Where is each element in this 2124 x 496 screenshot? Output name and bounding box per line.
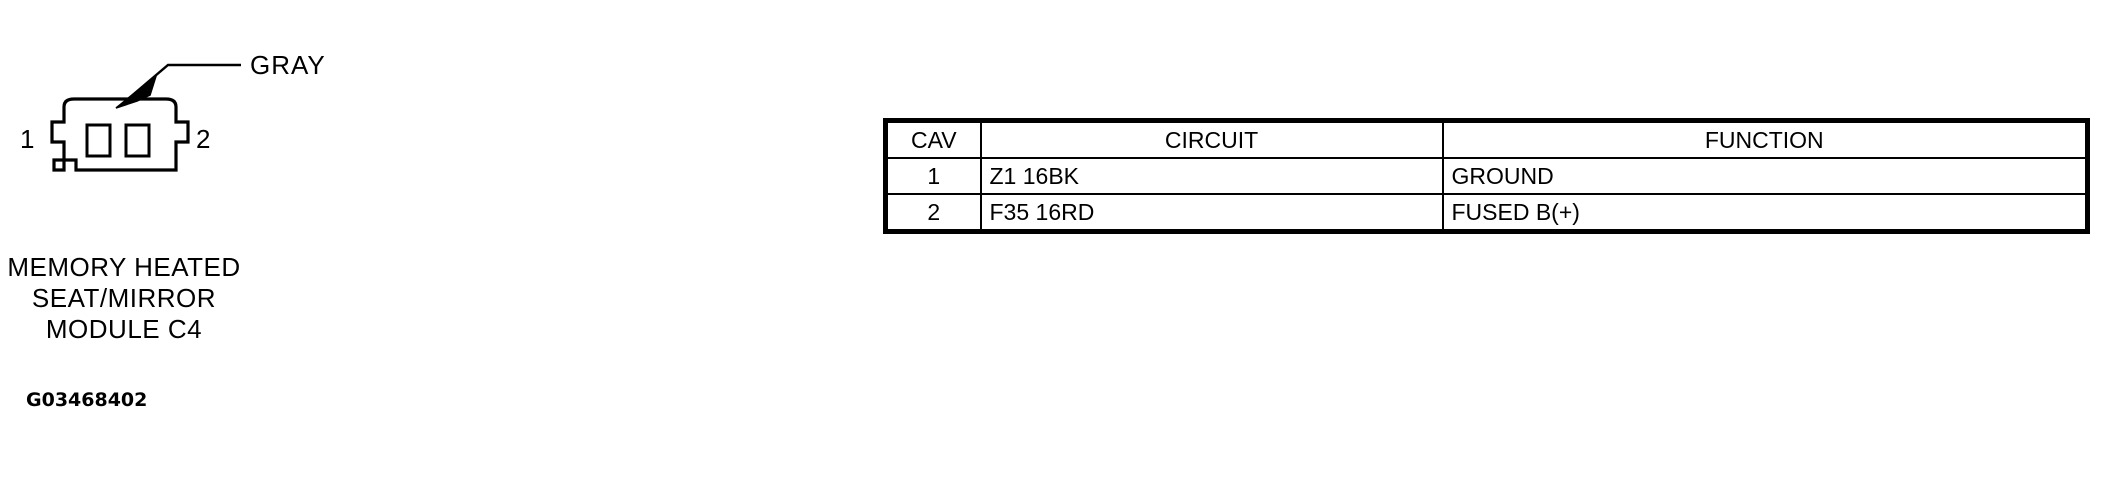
table-header-row: CAV CIRCUIT FUNCTION: [884, 119, 2089, 159]
connector-symbol-block: 1 2 GRAY MEMORY HEATED SEAT/MIRROR MODUL…: [0, 0, 400, 440]
row-0-function: GROUND: [1441, 157, 2089, 195]
header-function: FUNCTION: [1441, 119, 2089, 159]
callout-leader-line: [115, 63, 241, 109]
pinout-table-head: CAV CIRCUIT FUNCTION: [884, 119, 2089, 159]
cavity-2-terminal: [124, 123, 151, 158]
pin-number-left: 1: [20, 124, 34, 154]
header-circuit: CIRCUIT: [979, 119, 1444, 159]
connector-housing-outline: [50, 97, 190, 172]
row-1-circuit: F35 16RD: [979, 193, 1444, 233]
table-row: 1 Z1 16BK GROUND: [884, 157, 2089, 195]
row-1-cav: 2: [884, 193, 982, 233]
row-0-cav: 1: [884, 157, 982, 195]
pinout-table-body: 1 Z1 16BK GROUND 2 F35 16RD FUSED B(+): [884, 157, 2089, 233]
row-0-circuit: Z1 16BK: [979, 157, 1444, 195]
callout-label: GRAY: [250, 50, 326, 80]
pin-number-right: 2: [196, 124, 210, 154]
row-1-function: FUSED B(+): [1441, 193, 2089, 233]
caption-line-1: MEMORY HEATED: [7, 252, 241, 282]
cavity-1-terminal: [85, 123, 112, 158]
connector-caption: MEMORY HEATED SEAT/MIRROR MODULE C4: [0, 252, 248, 345]
caption-line-3: MODULE C4: [45, 314, 203, 344]
pinout-table: CAV CIRCUIT FUNCTION 1 Z1 16BK GROUND 2 …: [883, 118, 2090, 234]
connector-drawing: 1 2 GRAY: [20, 50, 326, 172]
drawing-id-label: G03468402: [26, 389, 148, 411]
caption-line-2: SEAT/MIRROR: [31, 283, 217, 313]
table-row: 2 F35 16RD FUSED B(+): [884, 193, 2089, 233]
header-cav: CAV: [884, 119, 982, 159]
